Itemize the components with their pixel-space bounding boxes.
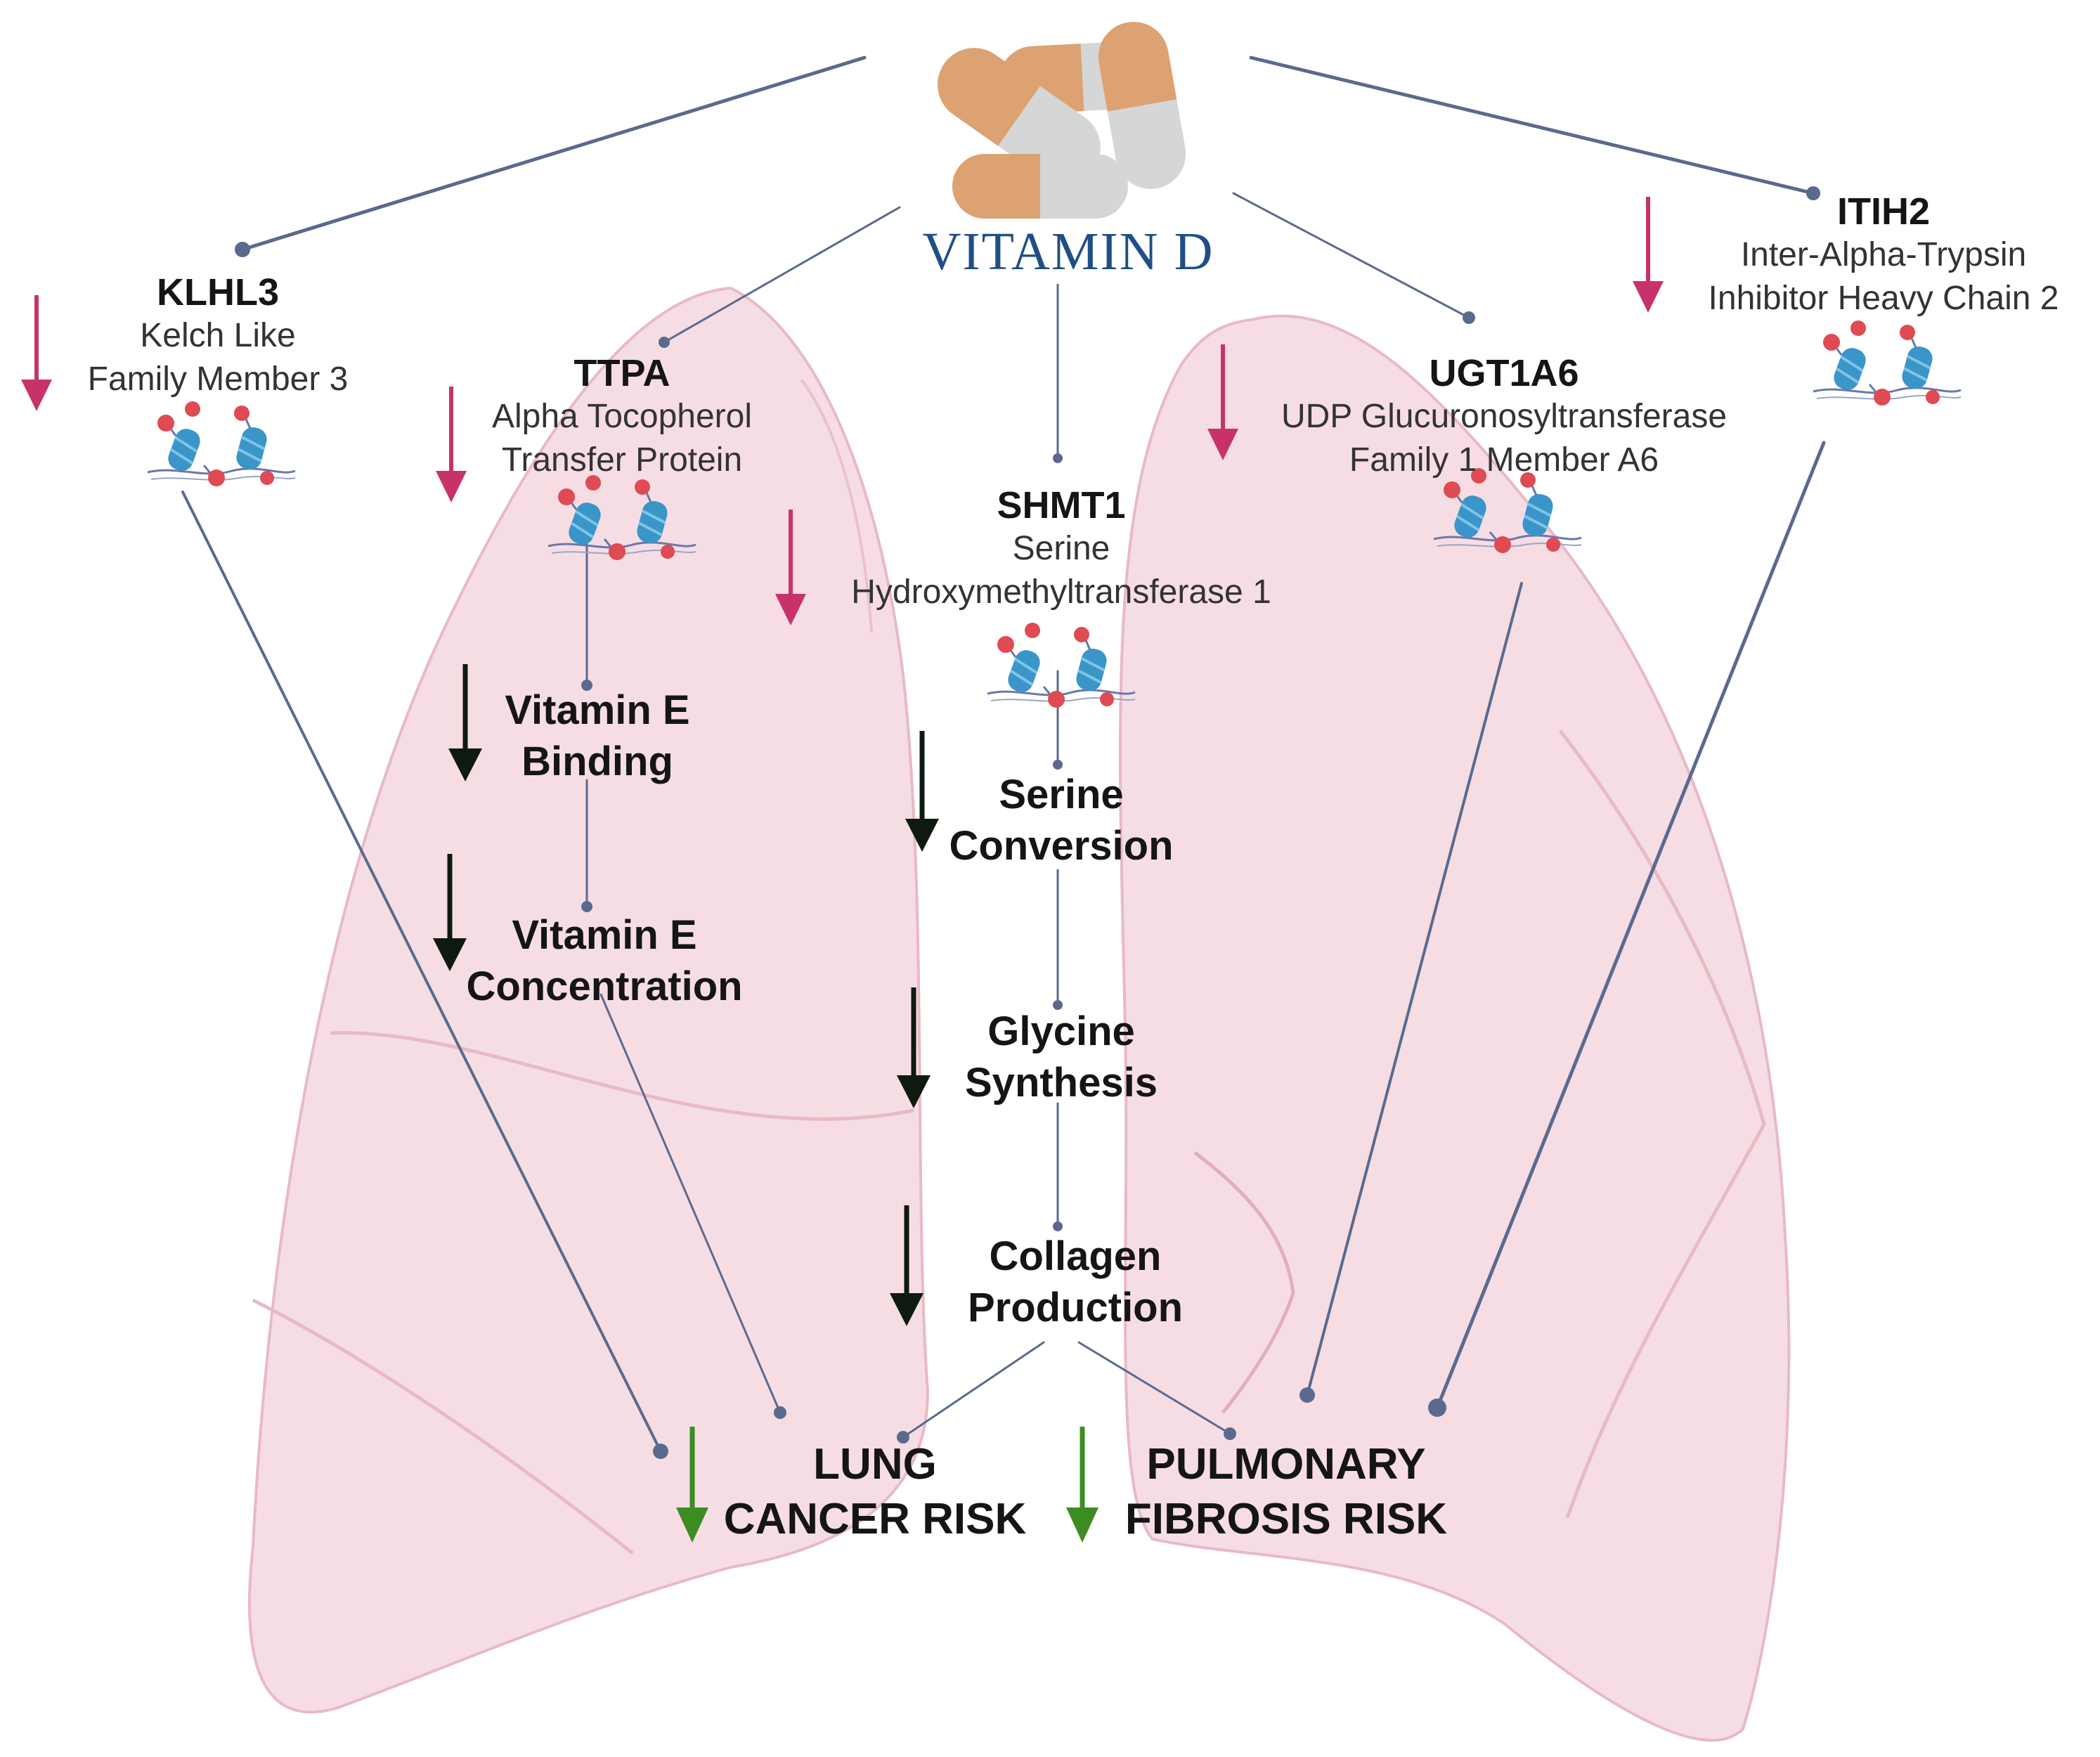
left-lung — [248, 286, 930, 1714]
itih2-protein-icon — [1812, 319, 1962, 407]
step-collagen-production-line1: Collagen — [989, 1233, 1162, 1279]
gene-ttpa-symbol: TTPA — [573, 352, 670, 394]
gene-itih2: ITIH2 Inter-Alpha-Trypsin Inhibitor Heav… — [1673, 190, 2094, 321]
gene-ttpa: TTPA Alpha Tocopherol Transfer Protein — [443, 351, 801, 483]
process-arrows — [433, 664, 939, 1326]
gene-klhl3: KLHL3 Kelch Like Family Member 3 — [42, 271, 394, 402]
gene-ugt1a6: UGT1A6 UDP Glucuronosyltransferase Famil… — [1237, 351, 1771, 483]
outcome-pulmonary-fibrosis-line2: FIBROSIS RISK — [1124, 1494, 1448, 1543]
shmt1-protein-icon — [986, 621, 1136, 709]
outcome-lung-cancer-line2: CANCER RISK — [723, 1494, 1027, 1543]
risk-arrows — [676, 1427, 1098, 1543]
gene-ttpa-name-line2: Transfer Protein — [501, 441, 743, 479]
outcome-pulmonary-fibrosis-risk: PULMONARY FIBROSIS RISK — [1103, 1437, 1469, 1546]
gene-ttpa-name-line1: Alpha Tocopherol — [491, 398, 753, 436]
step-serine-conversion: Serine Conversion — [914, 770, 1209, 871]
step-vitamin-e-concentration: Vitamin E Concentration — [436, 910, 773, 1012]
gene-arrows — [21, 197, 1664, 625]
connector-dots — [235, 186, 1820, 1459]
gene-itih2-symbol: ITIH2 — [1836, 190, 1931, 233]
step-serine-conversion-line1: Serine — [999, 772, 1124, 817]
gene-itih2-name-line1: Inter-Alpha-Trypsin — [1740, 236, 2027, 274]
gene-klhl3-name-line1: Kelch Like — [140, 317, 296, 355]
step-vitamin-e-binding: Vitamin E Binding — [450, 685, 745, 787]
gene-shmt1-name-line1: Serine — [1012, 530, 1110, 568]
outcome-lung-cancer-risk: LUNG CANCER RISK — [703, 1437, 1047, 1546]
vitamin-d-title: VITAMIN D — [922, 222, 1214, 281]
step-collagen-production-line2: Production — [967, 1284, 1184, 1330]
step-vitamin-e-concentration-line2: Concentration — [466, 963, 743, 1009]
gene-itih2-name-line2: Inhibitor Heavy Chain 2 — [1708, 280, 2059, 318]
step-vitamin-e-concentration-line1: Vitamin E — [512, 912, 697, 958]
step-glycine-synthesis-line2: Synthesis — [965, 1059, 1158, 1106]
connector-lines — [181, 56, 1826, 1453]
step-vitamin-e-binding-line1: Vitamin E — [505, 687, 690, 733]
step-glycine-synthesis-line1: Glycine — [987, 1009, 1135, 1054]
gene-ugt1a6-name-line2: Family 1 Member A6 — [1349, 441, 1659, 479]
klhl3-protein-icon — [146, 400, 297, 488]
step-serine-conversion-line2: Conversion — [949, 822, 1174, 869]
lungs-icon — [248, 286, 1791, 1742]
gene-ugt1a6-name-line1: UDP Glucuronosyltransferase — [1281, 398, 1728, 436]
gene-ugt1a6-symbol: UGT1A6 — [1429, 352, 1579, 394]
step-vitamin-e-binding-line2: Binding — [521, 738, 673, 784]
gene-klhl3-name-line2: Family Member 3 — [87, 361, 349, 398]
gene-klhl3-symbol: KLHL3 — [157, 271, 279, 313]
gene-shmt1-name-line2: Hydroxymethyltransferase 1 — [851, 573, 1271, 611]
step-glycine-synthesis: Glycine Synthesis — [914, 1006, 1209, 1108]
gene-shmt1: SHMT1 Serine Hydroxymethyltransferase 1 — [808, 484, 1314, 615]
outcome-pulmonary-fibrosis-line1: PULMONARY — [1146, 1440, 1426, 1489]
gene-shmt1-symbol: SHMT1 — [997, 484, 1126, 526]
step-collagen-production: Collagen Production — [928, 1231, 1223, 1333]
capsules-icon — [938, 22, 1186, 219]
outcome-lung-cancer-line1: LUNG — [813, 1440, 937, 1489]
